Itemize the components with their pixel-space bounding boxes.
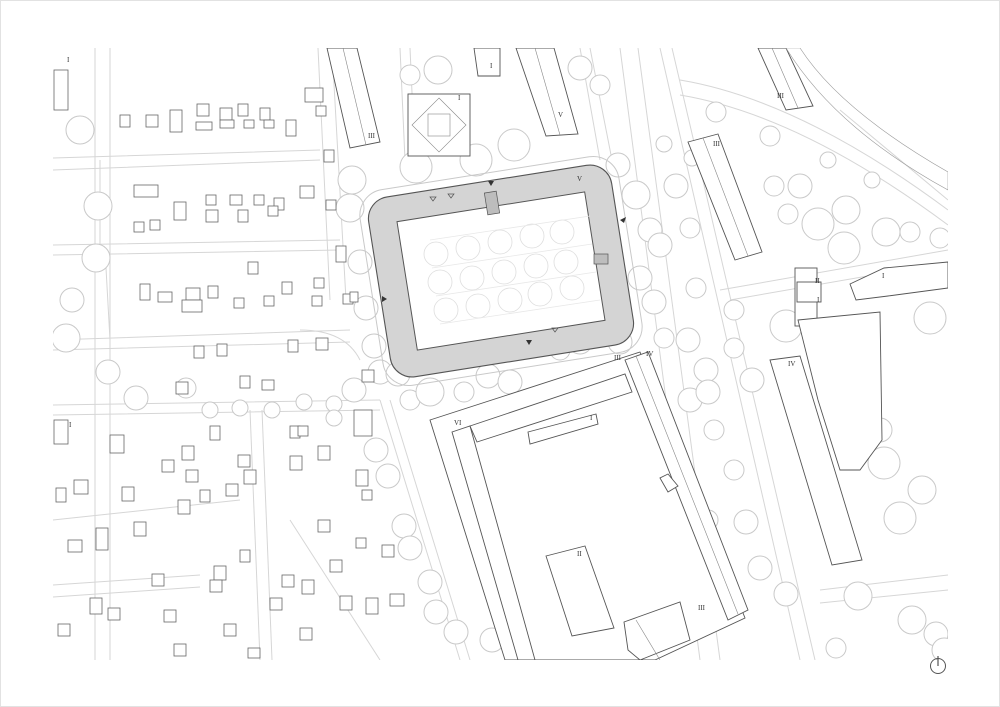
north-arrow-icon	[930, 656, 946, 674]
label-south-inner: I	[590, 414, 593, 422]
label-north-left: III	[368, 132, 376, 140]
map-frame: III I I V III V III II I I IV III IV VI …	[53, 48, 948, 660]
west-houses	[53, 69, 405, 659]
label-south-c: VI	[454, 419, 462, 427]
label-north-long: V	[558, 111, 563, 119]
label-south-corner: III	[698, 604, 706, 612]
south-buildings	[429, 351, 749, 660]
label-west-house: I	[67, 56, 70, 64]
label-south-yard: II	[577, 550, 582, 558]
label-north-small: I	[490, 62, 493, 70]
label-west-house-b: I	[69, 421, 72, 429]
label-north-east: III	[777, 92, 785, 100]
label-east-office: I	[882, 272, 885, 280]
east-buildings	[687, 133, 948, 566]
school-site	[359, 155, 643, 387]
entrance-markers	[382, 181, 626, 345]
label-east-big: IV	[788, 360, 795, 368]
label-east-cross-b: I	[817, 296, 820, 304]
label-north-pyramid: I	[458, 94, 461, 102]
north-buildings	[326, 48, 948, 191]
storey-labels: III I I V III V III II I I IV III IV VI …	[67, 56, 885, 612]
courtyard-trees	[423, 215, 601, 325]
label-school: V	[577, 175, 582, 183]
label-south-b: IV	[646, 350, 653, 358]
label-south-a: III	[614, 354, 622, 362]
label-east-long: III	[713, 140, 721, 148]
label-east-cross-a: II	[815, 277, 820, 285]
